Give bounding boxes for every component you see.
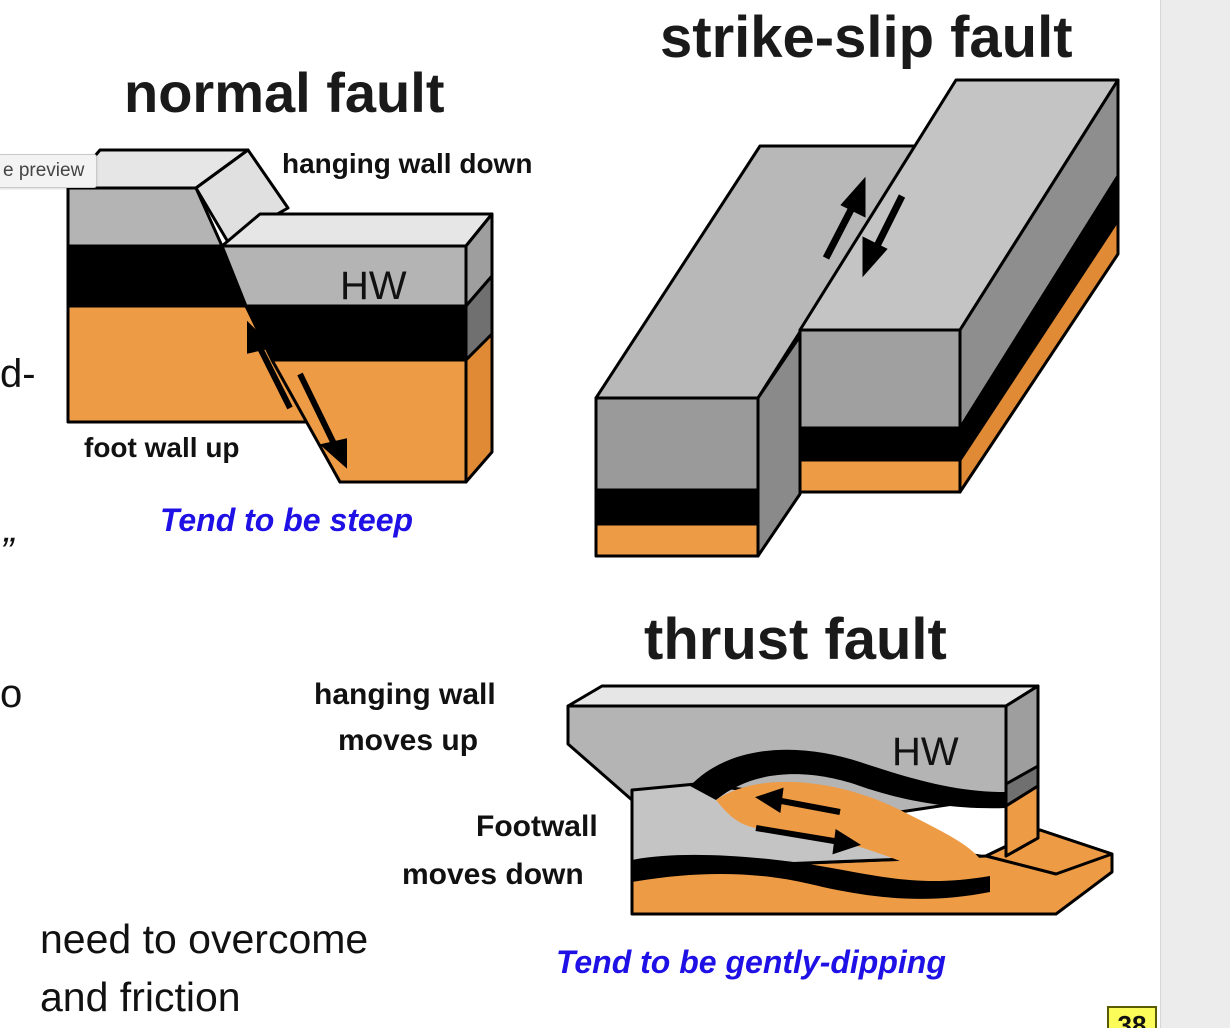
tf-foot-label-1: Footwall <box>476 810 598 843</box>
tf-arrow-down <box>755 825 841 845</box>
tf-hw-lower-orange <box>1004 784 1040 858</box>
normal-fault-title: normal fault <box>124 61 445 124</box>
nf-foot-label: foot wall up <box>84 432 240 463</box>
preview-tooltip: e preview <box>0 154 98 188</box>
ss-left-side <box>756 334 802 558</box>
thrust-fault-title: thrust fault <box>644 607 947 672</box>
normal-fault-diagram <box>66 148 494 484</box>
nf-hw-label: HW <box>340 264 407 308</box>
body-text-fragment-3: o <box>0 672 23 716</box>
nf-caption: Tend to be steep <box>160 502 414 538</box>
body-text-fragment-1: d- <box>0 352 36 396</box>
tf-hw-label: HW <box>892 730 959 774</box>
body-text-line-2: and friction <box>40 974 241 1020</box>
slide: d- ” o need to overcome and friction nor… <box>0 5 1157 1028</box>
tf-fold-black-lower <box>632 854 990 899</box>
thrust-fault-diagram <box>566 684 1114 916</box>
nf-hw-side-orange <box>464 332 494 484</box>
tf-fold-orange <box>716 781 990 878</box>
strike-slip-diagram <box>594 78 1120 558</box>
ss-right-side-orange <box>958 218 1120 494</box>
tf-caption: Tend to be gently-dipping <box>556 944 946 980</box>
tf-arrow-up <box>775 797 841 815</box>
body-text-fragment-2: ” <box>0 530 14 574</box>
nf-arrow-down <box>297 372 341 454</box>
tf-foot-label-2: moves down <box>402 858 584 891</box>
nf-arrow-up <box>253 338 293 410</box>
nf-hanging-label: hanging wall down <box>282 148 533 179</box>
body-text-line-1: need to overcome <box>40 916 369 962</box>
slide-page-number: 38 <box>1107 1006 1157 1028</box>
strike-slip-title: strike-slip fault <box>660 5 1073 70</box>
tf-hw-top <box>566 684 1040 708</box>
tf-fold-black-upper <box>690 749 1006 809</box>
tf-hanging-label-1: hanging wall <box>314 678 496 711</box>
tf-hanging-label-2: moves up <box>338 724 479 757</box>
right-side-panel <box>1160 0 1230 1028</box>
